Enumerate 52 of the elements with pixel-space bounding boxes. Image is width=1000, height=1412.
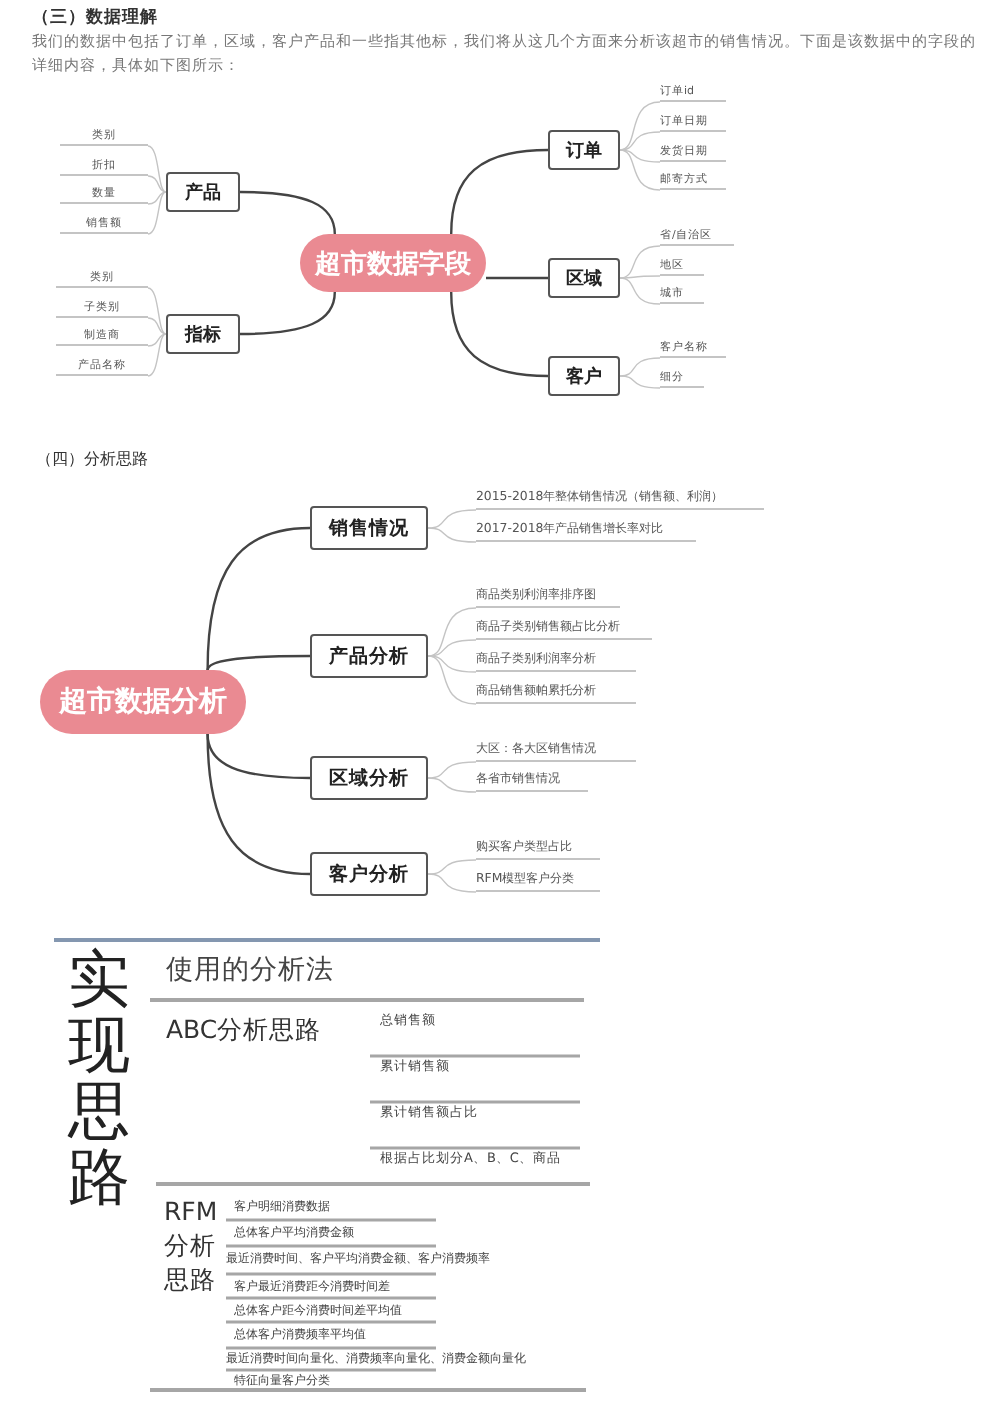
connector-line <box>147 287 167 335</box>
method-name: ABC分析思路 <box>166 1014 324 1046</box>
topic-box: 客户 <box>548 356 620 396</box>
topic-box: 订单 <box>548 130 620 170</box>
connector-line <box>427 859 477 875</box>
connector-line <box>619 101 661 151</box>
section-heading: （三）数据理解 <box>32 6 160 30</box>
topic-box: 产品 <box>166 172 240 212</box>
connector-line <box>619 277 661 305</box>
connector-line <box>427 873 477 893</box>
connector-line <box>239 291 336 336</box>
connector-line <box>147 191 167 235</box>
connector-line <box>147 175 167 193</box>
connector-line <box>450 291 549 378</box>
connector-line <box>619 149 661 163</box>
connector-line <box>619 131 661 151</box>
connector-line <box>427 761 477 779</box>
connector-line <box>427 655 477 673</box>
connector-line <box>427 607 477 657</box>
connector-line <box>486 276 548 280</box>
connector-line <box>619 149 661 191</box>
connector-line <box>147 317 167 335</box>
connector-line <box>450 148 549 235</box>
topic-box: 销售情况 <box>310 506 428 550</box>
connector-line <box>619 275 661 279</box>
connector-line <box>427 777 477 793</box>
connector-line <box>427 527 477 543</box>
central-topic: 超市数据字段 <box>300 234 486 292</box>
connector-line <box>239 190 336 235</box>
connector-line <box>427 509 477 529</box>
topic-box: 指标 <box>166 314 240 354</box>
connector-line <box>147 145 167 193</box>
connector-line <box>147 333 167 347</box>
connector-line <box>427 655 477 705</box>
connector-line <box>147 191 167 205</box>
connector-line <box>206 526 311 671</box>
connector-line <box>206 654 310 671</box>
connector-line <box>619 357 661 377</box>
topic-box: 客户分析 <box>310 852 428 896</box>
connector-line <box>206 733 311 876</box>
central-topic: 超市数据分析 <box>40 670 246 734</box>
vertical-title: 实现思路 <box>68 948 132 1212</box>
connector-line <box>427 639 477 657</box>
connector-line <box>619 245 661 279</box>
method-name: RFM分析思路 <box>164 1194 216 1296</box>
connector-line <box>619 375 661 389</box>
topic-box: 产品分析 <box>310 634 428 678</box>
topic-box: 区域分析 <box>310 756 428 800</box>
section-heading: （四）分析思路 <box>36 448 150 472</box>
topic-box: 区域 <box>548 258 620 298</box>
heading-text: 使用的分析法 <box>166 952 336 988</box>
connector-line <box>147 333 167 377</box>
